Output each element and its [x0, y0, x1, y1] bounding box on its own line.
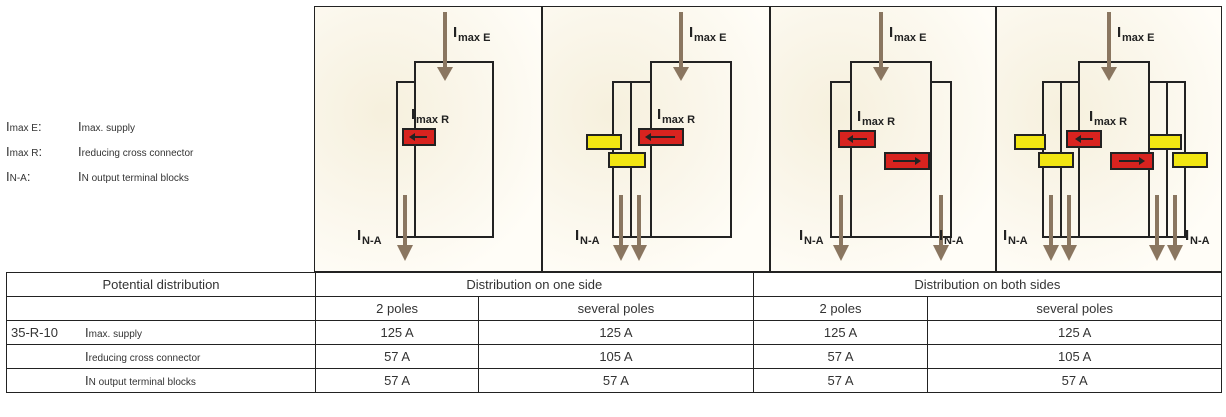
table-cell: 125 A [478, 320, 754, 345]
row-label-symbol: I [85, 349, 89, 364]
svg-text:max R: max R [662, 114, 695, 126]
legend-symbol: I [6, 119, 10, 134]
row-label-sub: max. supply [88, 329, 142, 340]
row-label-sub: reducing cross connector [88, 353, 201, 364]
svg-text:I: I [1089, 108, 1093, 125]
table-header-row: Potential distribution Distribution on o… [6, 272, 1223, 297]
table-cell: 57 A [927, 368, 1222, 393]
svg-text:max E: max E [894, 32, 926, 44]
row-label-symbol: I [85, 325, 89, 340]
svg-text:max R: max R [1094, 116, 1127, 128]
spec-table: Potential distribution Distribution on o… [6, 272, 1223, 393]
svg-text:I: I [657, 106, 661, 123]
subheader-cell: several poles [478, 296, 754, 321]
legend-row-imax-r: Imax R: Ireducing cross connector [6, 140, 193, 165]
svg-text:I: I [411, 106, 415, 123]
header-potential-distribution: Potential distribution [6, 272, 316, 297]
legend-desc-sub: N output terminal blocks [81, 173, 189, 184]
row-label-symbol: I [85, 373, 89, 388]
svg-text:I: I [1185, 227, 1189, 244]
legend-desc: I [78, 169, 82, 184]
table-cell: 57 A [478, 368, 754, 393]
row-label: IN output terminal blocks [6, 368, 316, 393]
legend-symbol: I [6, 169, 10, 184]
subheader-empty [6, 296, 316, 321]
subheader-cell: 2 poles [752, 296, 929, 321]
table-cell: 57 A [752, 368, 929, 393]
svg-text:max E: max E [1122, 32, 1154, 44]
table-cell: 105 A [478, 344, 754, 369]
table-subheader-row: 2 poles several poles 2 poles several po… [6, 296, 1222, 321]
legend-symbol-sub: N-A [9, 173, 27, 184]
table-row: Ireducing cross connector 57 A 105 A 57 … [6, 344, 1222, 369]
legend-sep: : [37, 119, 42, 134]
table-cell: 125 A [314, 320, 480, 345]
table-cell: 57 A [314, 368, 480, 393]
svg-text:max E: max E [458, 32, 490, 44]
table-cell: 125 A [752, 320, 929, 345]
svg-text:N-A: N-A [580, 235, 600, 247]
legend-desc-sub: max. supply [81, 123, 135, 134]
table-cell: 105 A [927, 344, 1222, 369]
svg-text:I: I [357, 227, 361, 244]
legend-desc: I [78, 119, 82, 134]
table-cell: 57 A [314, 344, 480, 369]
svg-text:N-A: N-A [944, 235, 964, 247]
table-row: 35-R-10 Imax. supply 125 A 125 A 125 A 12… [6, 320, 1222, 345]
svg-text:I: I [1003, 227, 1007, 244]
svg-text:max R: max R [416, 114, 449, 126]
legend-desc-sub: reducing cross connector [81, 148, 194, 159]
svg-text:I: I [889, 24, 893, 41]
row-label: Ireducing cross connector [6, 344, 316, 369]
legend-sep: : [38, 144, 43, 159]
header-both-sides: Distribution on both sides [752, 272, 1223, 297]
svg-text:N-A: N-A [804, 235, 824, 247]
table-row: IN output terminal blocks 57 A 57 A 57 A… [6, 368, 1222, 393]
legend-row-in-a: IN-A: IN output terminal blocks [6, 165, 193, 190]
model-number: 35-R-10 [11, 325, 58, 340]
row-label-sub: N output terminal blocks [88, 377, 196, 388]
svg-text:I: I [453, 24, 457, 41]
subheader-cell: several poles [927, 296, 1222, 321]
svg-text:N-A: N-A [1190, 235, 1210, 247]
subheader-cell: 2 poles [314, 296, 480, 321]
legend-desc: I [78, 144, 82, 159]
legend-symbol-sub: max R [9, 148, 39, 159]
legend-symbol: I [6, 144, 10, 159]
svg-text:N-A: N-A [1008, 235, 1028, 247]
table-cell: 57 A [752, 344, 929, 369]
row-label: 35-R-10 Imax. supply [6, 320, 316, 345]
svg-text:I: I [575, 227, 579, 244]
svg-text:max E: max E [694, 32, 726, 44]
legend-row-imax-e: Imax E: Imax. supply [6, 115, 193, 140]
svg-text:I: I [799, 227, 803, 244]
svg-text:I: I [939, 227, 943, 244]
legend: Imax E: Imax. supply Imax R: Ireducing c… [6, 115, 193, 190]
svg-text:I: I [857, 108, 861, 125]
svg-text:N-A: N-A [362, 235, 382, 247]
legend-sep: : [26, 169, 31, 184]
header-one-side: Distribution on one side [315, 272, 754, 297]
svg-text:I: I [1117, 24, 1121, 41]
svg-text:max R: max R [862, 116, 895, 128]
table-cell: 125 A [927, 320, 1222, 345]
legend-symbol-sub: max E [9, 123, 38, 134]
svg-text:I: I [689, 24, 693, 41]
